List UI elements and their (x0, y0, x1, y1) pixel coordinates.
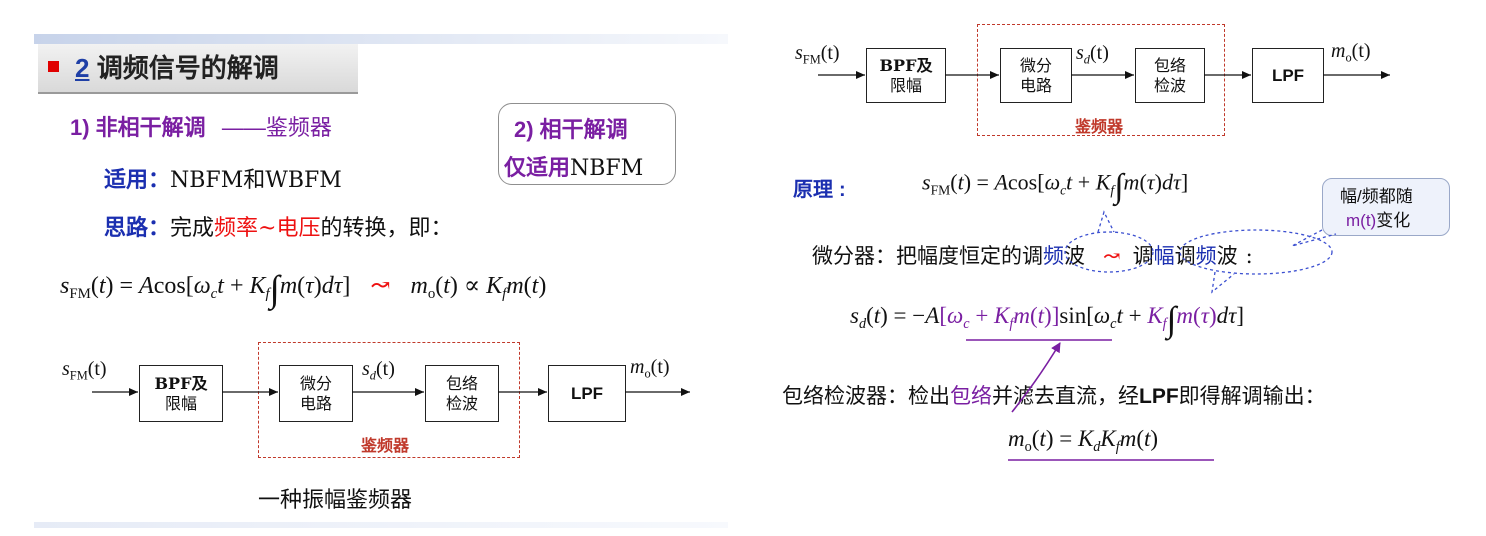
callout-box (1322, 178, 1450, 236)
left-lpf-block: LPF (548, 365, 626, 422)
noncoherent-label: 1) 非相干解调 (70, 115, 206, 140)
am-fm-wave-bubble-tail (1211, 271, 1235, 294)
callout-line2: m(t)变化 (1346, 211, 1411, 230)
idea-label: 思路： (104, 215, 171, 240)
coherent-box (498, 103, 676, 185)
section-title: 2 调频信号的解调 (75, 48, 279, 85)
right-output-signal: mo(t) (1331, 40, 1371, 65)
right-input-signal: sFM(t) (795, 42, 840, 67)
envelope-pointer-arrow (1011, 342, 1061, 413)
left-discriminator-box (258, 342, 520, 458)
differentiator-sentence: 微分器：把幅度恒定的调频波↝调幅调频波: (812, 244, 1253, 268)
envelope-sentence: 包络检波器：检出包络并滤去直流，经LPF即得解调输出： (782, 384, 1326, 408)
section-title-bar (38, 44, 358, 94)
sd-formula: sd(t) = −A[ωc + Kfm(t)]sin[ωct + Kf∫m(τ)… (850, 299, 1245, 339)
idea-line: 思路：完成频率~电压的转换，即： (104, 210, 452, 242)
left-sd-signal: sd(t) (362, 358, 395, 383)
slide-top-bar (34, 34, 728, 44)
fm-formula-left: sFM(t) = Acos[ωct + Kf∫m(τ)dτ] ↝ mo(t) ∝… (60, 269, 547, 310)
idea-text-1: 完成 (170, 216, 215, 241)
principle-label: 原理: (793, 179, 846, 201)
output-formula: mo(t) = KdKfm(t) (1008, 426, 1159, 455)
applicable-label: 适用： (104, 167, 171, 192)
transform-arrow-icon: ↝ (1103, 244, 1121, 268)
coherent-note: 仅适用NBFM (504, 150, 643, 182)
right-sd-signal: sd(t) (1076, 42, 1109, 67)
left-envelope-block: 包络检波 (425, 365, 499, 422)
left-bpf-block: BPF及限幅 (139, 365, 223, 422)
idea-text-2: 的转换，即： (320, 216, 453, 241)
diagram-caption: 一种振幅鉴频器 (258, 488, 413, 513)
fm-formula-right: sFM(t) = Acos[ωct + Kf∫m(τ)dτ] (922, 168, 1189, 205)
left-output-signal: mo(t) (630, 356, 670, 381)
left-input-signal: sFM(t) (62, 358, 107, 383)
right-discriminator-box (977, 24, 1225, 136)
section-number: 2 (75, 53, 90, 83)
left-discriminator-label: 鉴频器 (361, 436, 410, 455)
fm-wave-bubble (1064, 231, 1154, 273)
slide-bottom-bar (34, 522, 728, 528)
right-lpf-block: LPF (1252, 48, 1324, 103)
coherent-note-suffix: NBFM (570, 156, 644, 181)
callout-line1: 幅/频都随 (1340, 187, 1413, 206)
am-fm-wave-bubble (1179, 229, 1333, 275)
right-envelope-block: 包络检波 (1135, 48, 1205, 103)
fm-wave-bubble-tail (1097, 210, 1115, 233)
section-title-text: 调频信号的解调 (96, 53, 279, 83)
applicable-line: 适用：NBFM和WBFM (104, 162, 342, 194)
left-differentiator-block: 微分电路 (279, 365, 353, 422)
coherent-title: 2) 相干解调 (514, 117, 628, 142)
noncoherent-heading: 1) 非相干解调 ——鉴频器 (70, 110, 332, 142)
idea-highlight: 频率~电压 (214, 216, 321, 241)
noncoherent-dash: ——鉴频器 (221, 115, 332, 140)
applicable-value: NBFM和WBFM (170, 168, 342, 193)
coherent-note-prefix: 仅适用 (504, 155, 571, 180)
right-discriminator-label: 鉴频器 (1075, 117, 1124, 136)
bullet-icon (48, 61, 59, 72)
